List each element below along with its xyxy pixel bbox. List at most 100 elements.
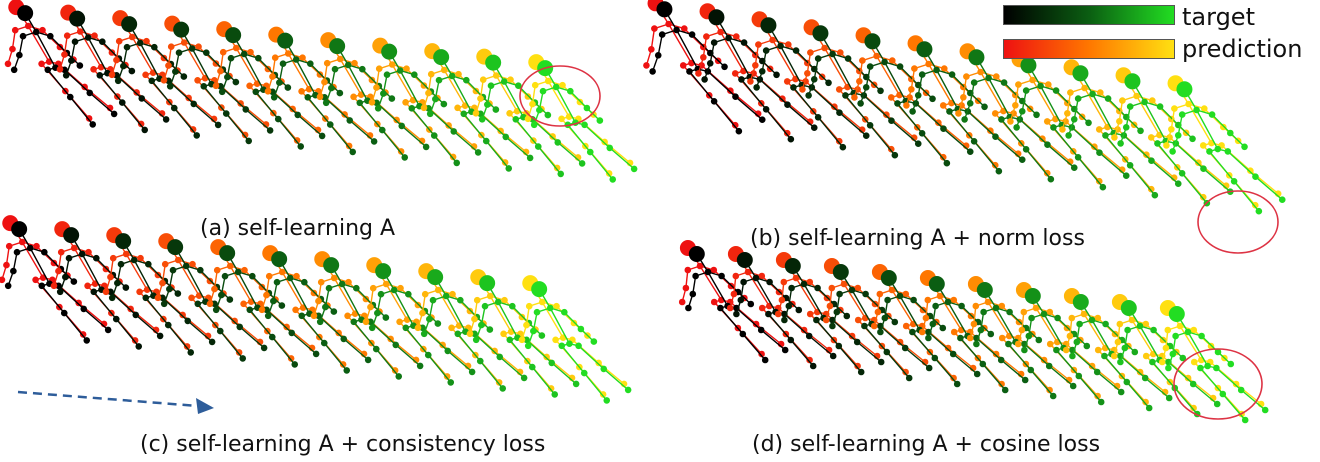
target-pose-bone	[1126, 381, 1150, 409]
target-pose-bone	[817, 287, 835, 305]
prediction-pose-joint	[213, 266, 221, 274]
target-pose-joint	[577, 325, 585, 333]
prediction-pose-joint	[391, 367, 399, 374]
prediction-pose-bone	[1083, 313, 1106, 349]
target-pose-joint	[940, 125, 947, 132]
prediction-pose-joint	[335, 329, 342, 337]
prediction-pose-bone	[1031, 79, 1057, 120]
target-pose-bone	[817, 116, 844, 148]
prediction-pose-joint	[1133, 92, 1140, 100]
direction-arrow-line	[17, 390, 199, 408]
legend-target-label: target	[1182, 3, 1255, 31]
target-pose-joint	[188, 45, 196, 52]
prediction-pose-joint	[3, 261, 10, 269]
target-pose-bone	[474, 333, 501, 358]
prediction-pose-joint	[778, 296, 786, 304]
target-pose-joint	[70, 278, 78, 285]
target-pose-head	[784, 258, 801, 274]
target-pose-head	[916, 41, 933, 58]
prediction-pose-joint	[1158, 358, 1166, 366]
prediction-pose-bone	[943, 68, 964, 88]
target-pose-joint	[932, 302, 939, 310]
prediction-pose-joint	[944, 344, 952, 352]
target-pose-bone	[405, 327, 429, 356]
target-pose-joint	[246, 306, 254, 314]
prediction-pose-joint	[553, 302, 560, 310]
target-pose-joint	[929, 320, 937, 328]
target-pose-bone	[761, 50, 767, 72]
prediction-pose-bone	[27, 25, 50, 63]
target-pose-joint	[918, 71, 926, 78]
target-pose-joint	[474, 149, 482, 156]
target-pose-joint	[392, 341, 400, 349]
prediction-pose-joint	[703, 33, 710, 40]
target-pose-bone	[1071, 126, 1100, 154]
target-pose-joint	[914, 92, 922, 99]
target-pose-joint	[1052, 87, 1060, 94]
prediction-pose-joint	[449, 153, 457, 161]
prediction-pose-joint	[758, 350, 765, 358]
target-pose-joint	[829, 352, 837, 360]
prediction-pose-bone	[962, 76, 968, 98]
prediction-pose-bone	[1179, 325, 1202, 361]
prediction-pose-joint	[559, 81, 566, 89]
target-pose-bone	[1129, 164, 1156, 196]
target-pose-bone	[515, 118, 539, 148]
prediction-pose-joint	[991, 161, 999, 169]
target-pose-bone	[537, 146, 562, 175]
target-pose-joint	[600, 365, 608, 373]
target-pose-joint	[658, 31, 666, 38]
target-pose-joint	[862, 84, 870, 91]
prediction-pose-joint	[492, 72, 500, 79]
target-pose-joint	[291, 361, 299, 368]
target-pose-joint	[701, 76, 708, 83]
target-pose-joint	[429, 296, 437, 304]
target-pose-bone	[896, 102, 923, 134]
target-pose-bone	[915, 102, 944, 130]
prediction-pose-joint	[538, 298, 546, 306]
target-pose-joint	[1069, 382, 1077, 390]
target-pose-joint	[891, 151, 899, 159]
prediction-pose-joint	[523, 321, 530, 329]
target-pose-bone	[1119, 355, 1146, 379]
target-pose-joint	[164, 321, 172, 329]
target-pose-joint	[453, 159, 461, 167]
target-pose-joint	[925, 364, 933, 372]
highlight-circle-b	[1197, 190, 1279, 254]
target-pose-joint	[420, 330, 428, 338]
prediction-pose-joint	[1094, 346, 1102, 354]
target-pose-joint	[766, 278, 773, 286]
target-pose-bone	[453, 130, 479, 153]
prediction-pose-bone	[443, 69, 466, 107]
target-pose-joint	[279, 60, 287, 67]
prediction-pose-bone	[1203, 108, 1224, 128]
target-pose-joint	[544, 111, 552, 119]
prediction-pose-joint	[339, 361, 347, 368]
target-pose-bone	[904, 347, 930, 369]
target-pose-joint	[810, 76, 818, 83]
prediction-pose-joint	[908, 86, 915, 93]
target-pose-joint	[481, 302, 489, 310]
target-pose-joint	[1141, 98, 1148, 106]
target-pose-bone	[803, 283, 825, 319]
target-pose-joint	[1178, 170, 1186, 177]
target-pose-joint	[222, 110, 230, 117]
target-pose-bone	[249, 309, 273, 338]
target-pose-joint	[520, 374, 528, 382]
target-pose-joint	[350, 318, 358, 326]
prediction-pose-joint	[665, 20, 672, 28]
target-pose-joint	[62, 72, 70, 79]
target-pose-joint	[68, 57, 75, 64]
target-pose-joint	[118, 99, 126, 106]
prediction-pose-joint	[950, 296, 958, 304]
prediction-pose-joint	[367, 303, 374, 311]
target-pose-joint	[284, 84, 292, 91]
target-pose-joint	[603, 397, 611, 404]
target-pose-head	[1168, 306, 1185, 322]
prediction-pose-joint	[231, 317, 238, 325]
target-pose-joint	[435, 76, 443, 84]
target-pose-joint	[1154, 140, 1161, 147]
target-pose-bone	[1057, 317, 1075, 335]
target-pose-head	[1072, 65, 1089, 82]
target-pose-joint	[888, 117, 895, 124]
